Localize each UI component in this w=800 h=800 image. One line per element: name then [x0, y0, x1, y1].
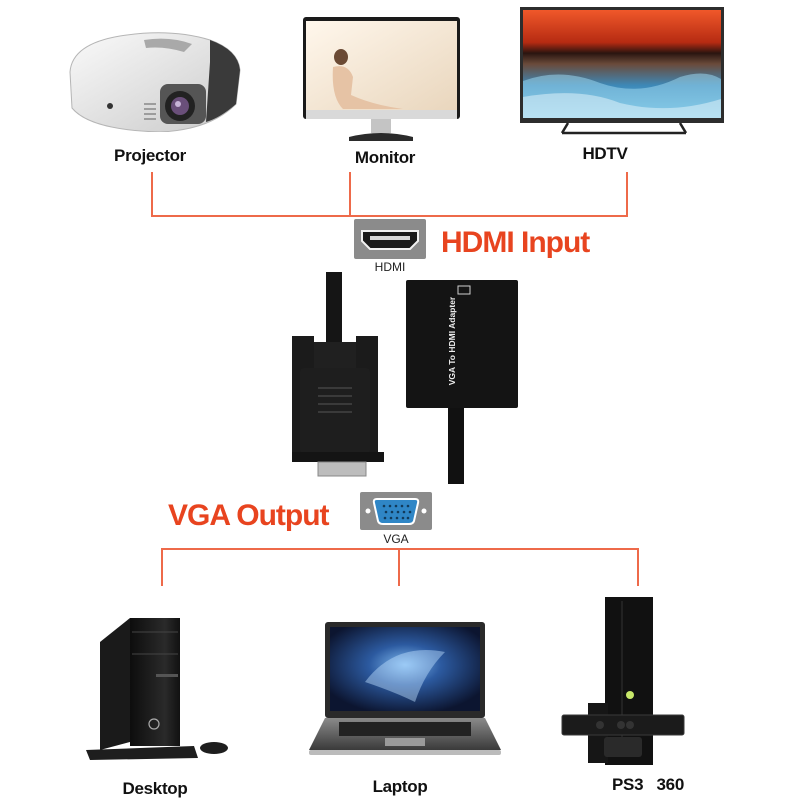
game-console-icon: [560, 597, 685, 767]
connector-line-vga-bus: [161, 548, 639, 550]
hdmi-port-plate: [354, 219, 426, 259]
hdmi-port-icon: [361, 230, 419, 250]
vga-to-hdmi-adapter-icon: VGA To HDMI Adapter: [288, 272, 518, 484]
connector-line-hdmi-bus: [151, 215, 628, 217]
connector-line-console: [637, 548, 639, 586]
connector-line-laptop: [398, 548, 400, 586]
vga-port-caption: VGA: [383, 532, 409, 546]
laptop-icon: [305, 622, 505, 762]
hdmi-port-caption: HDMI: [374, 260, 406, 274]
adapter-body-text: VGA To HDMI Adapter: [447, 296, 457, 386]
desktop-label: Desktop: [122, 779, 188, 798]
monitor-icon: [303, 17, 463, 143]
hdtv-icon: [520, 7, 724, 135]
projector-label: Projector: [114, 146, 186, 165]
connector-line-projector: [151, 172, 153, 216]
connector-line-hdtv: [626, 172, 628, 216]
connector-line-monitor: [349, 172, 351, 216]
hdmi-input-heading: HDMI Input: [441, 226, 590, 259]
desktop-icon: [82, 612, 242, 762]
vga-port-plate: [360, 492, 432, 530]
projector-icon: [60, 22, 250, 133]
vga-port-icon: [365, 498, 427, 525]
connector-line-desktop: [161, 548, 163, 586]
hdtv-label: HDTV: [582, 144, 628, 163]
monitor-label: Monitor: [354, 148, 416, 167]
vga-output-heading: VGA Output: [168, 499, 330, 532]
laptop-label: Laptop: [372, 777, 428, 796]
console-label: PS3 360: [612, 775, 684, 794]
